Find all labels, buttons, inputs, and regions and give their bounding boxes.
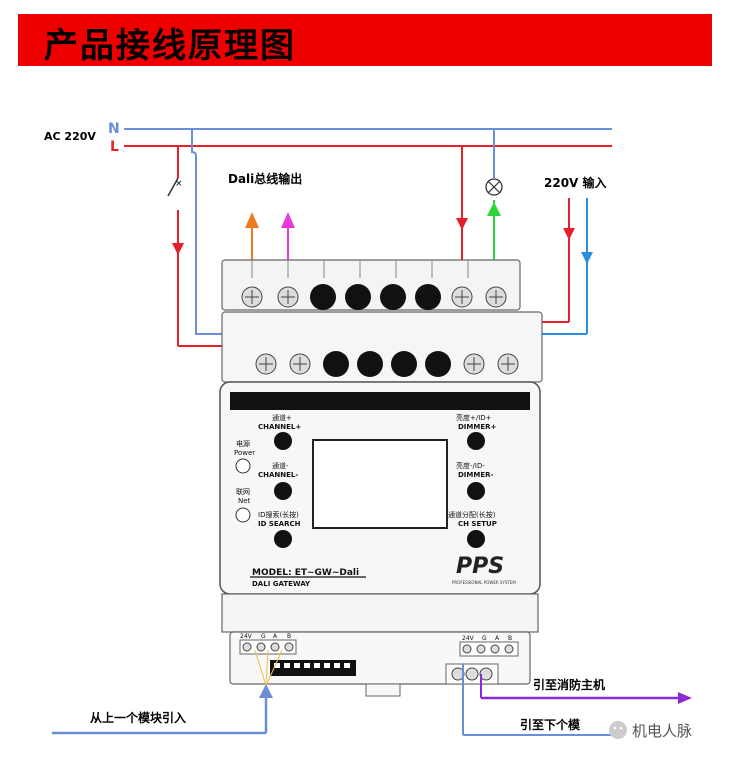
svg-text:×: × xyxy=(175,179,183,189)
input-label: 220V 输入 xyxy=(544,175,607,190)
down-arrow-blue-input xyxy=(581,252,593,264)
power-input: 220V 输入 xyxy=(473,175,607,362)
lower-housing xyxy=(221,593,539,633)
up-arrow-blue-bus xyxy=(259,684,273,698)
ch-setup-en: CH SETUP xyxy=(458,520,497,528)
brand-sub: PROFESSIONAL POWER SYSTEM xyxy=(452,580,516,585)
to-next-label: 引至下个模 xyxy=(520,717,581,732)
term-left-a: A xyxy=(273,633,278,640)
ch-setup-cn: 通道分配(长按) xyxy=(448,510,496,519)
page-title: 产品接线原理图 xyxy=(44,26,296,66)
upper-screws xyxy=(241,284,507,310)
din-clip xyxy=(365,683,401,697)
gateway-module: 通道+ CHANNEL+ 通道- CHANNEL- ID搜索(长按) ID SE… xyxy=(219,259,543,697)
term-left-b: B xyxy=(287,633,291,640)
channel-minus-cn: 通道- xyxy=(272,461,289,470)
dimmer-plus-button[interactable] xyxy=(467,432,485,450)
brand-logo: PPS xyxy=(456,554,504,579)
net-en: Net xyxy=(238,497,251,505)
dali-output-label: Dali总线输出 xyxy=(228,171,302,186)
id-search-button[interactable] xyxy=(274,530,292,548)
dimmer-minus-en: DIMMER- xyxy=(458,471,494,479)
right-bus-terminal: 24V G A B xyxy=(445,635,519,685)
left-neutral-wire xyxy=(191,129,299,362)
power-led xyxy=(235,458,251,474)
dimmer-minus-cn: 亮度-/ID- xyxy=(456,461,485,470)
down-arrow-red-right xyxy=(456,218,468,230)
down-arrow-red-left xyxy=(172,243,184,255)
l-label: L xyxy=(110,139,119,155)
id-search-cn: ID搜索(长按) xyxy=(258,510,299,519)
n-label: N xyxy=(108,121,120,137)
net-cn: 联网 xyxy=(236,487,250,496)
channel-plus-en: CHANNEL+ xyxy=(258,423,301,431)
dip-switch xyxy=(270,660,356,676)
term-left-24v: 24V xyxy=(240,633,253,640)
down-arrow-red-input xyxy=(563,228,575,240)
dimmer-minus-button[interactable] xyxy=(467,482,485,500)
title-banner: 产品接线原理图 xyxy=(18,14,712,66)
wechat-icon xyxy=(609,721,627,739)
power-cn: 电源 xyxy=(236,439,250,448)
up-arrow-green xyxy=(487,202,501,216)
display-screen xyxy=(312,439,448,529)
net-led xyxy=(235,507,251,523)
dimmer-plus-cn: 亮度+/ID+ xyxy=(456,413,492,422)
watermark: 机电人脉 xyxy=(609,721,692,740)
left-bus-terminal: 24V G A B xyxy=(239,633,356,676)
term-right-g: G xyxy=(482,635,487,642)
term-right-24v: 24V xyxy=(462,635,475,642)
dimmer-plus-en: DIMMER+ xyxy=(458,423,497,431)
ch-setup-button[interactable] xyxy=(467,530,485,548)
power-en: Power xyxy=(234,449,255,457)
term-right-a: A xyxy=(495,635,500,642)
right-arrow-purple xyxy=(678,692,692,704)
id-search-en: ID SEARCH xyxy=(258,520,301,528)
upper-terminal-block xyxy=(221,259,521,311)
model-text: MODEL: ET~GW~Dali xyxy=(252,568,359,578)
from-prev-label: 从上一个模块引入 xyxy=(90,710,186,725)
to-fire-label: 引至消防主机 xyxy=(533,677,605,692)
lower-screws xyxy=(255,351,519,377)
channel-minus-button[interactable] xyxy=(274,482,292,500)
channel-plus-button[interactable] xyxy=(274,432,292,450)
panel-stripe xyxy=(230,392,530,410)
term-left-g: G xyxy=(261,633,266,640)
subtitle-text: DALI GATEWAY xyxy=(252,580,311,588)
ac-220v-label: AC 220V xyxy=(44,130,96,143)
up-arrow-magenta xyxy=(281,212,295,228)
term-right-b: B xyxy=(508,635,512,642)
channel-plus-cn: 通道+ xyxy=(272,413,292,422)
watermark-text: 机电人脉 xyxy=(632,722,692,740)
bus-connections: 从上一个模块引入 引至下个模 引至消防主机 xyxy=(52,649,692,736)
channel-minus-en: CHANNEL- xyxy=(258,471,298,479)
switch xyxy=(167,177,179,197)
up-arrow-orange xyxy=(245,212,259,228)
supply-lines: AC 220V N L xyxy=(44,121,612,155)
